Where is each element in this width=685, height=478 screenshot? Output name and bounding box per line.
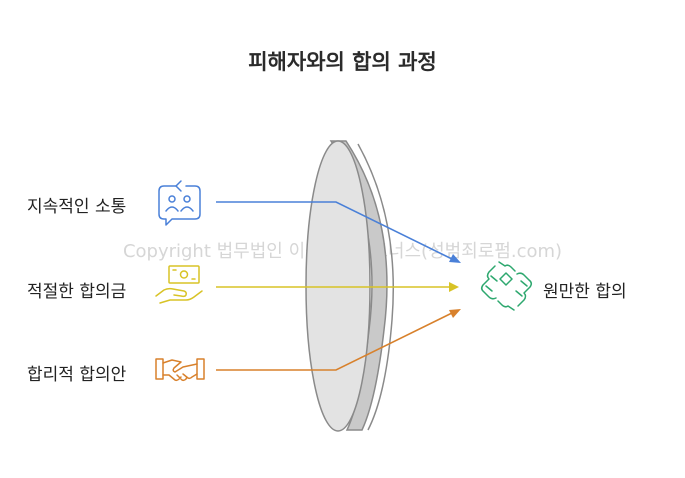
agreement-hands-icon bbox=[480, 261, 533, 311]
label-money: 적절한 합의금 bbox=[27, 282, 127, 302]
money-hand-icon bbox=[155, 265, 203, 304]
handshake-icon bbox=[155, 358, 205, 382]
arrow-money bbox=[216, 282, 459, 292]
arrow-communication bbox=[216, 201, 461, 263]
label-agreement: 원만한 합의 bbox=[543, 282, 627, 302]
lens-shape bbox=[305, 140, 395, 432]
communication-icon bbox=[158, 180, 201, 226]
label-handshake: 합리적 합의안 bbox=[27, 365, 127, 385]
arrow-handshake bbox=[216, 309, 461, 371]
diagram-title: 피해자와의 합의 과정 bbox=[248, 50, 437, 74]
label-communication: 지속적인 소통 bbox=[27, 197, 127, 217]
